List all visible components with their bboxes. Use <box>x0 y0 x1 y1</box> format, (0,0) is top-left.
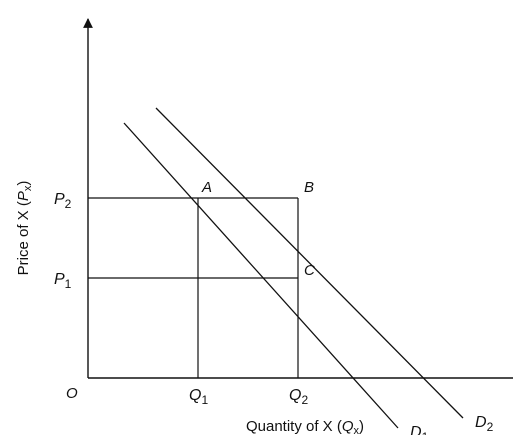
origin-label: O <box>66 385 78 402</box>
price-label-p2: P2 <box>54 191 72 211</box>
point-label-c: C <box>304 262 315 279</box>
y-axis-label: Price of X (Px) <box>15 181 34 276</box>
x-axis-label: Quantity of X (Qx) <box>246 418 364 435</box>
demand-label-d2: D2 <box>475 414 494 434</box>
point-label-a: A <box>201 179 212 196</box>
point-label-b: B <box>304 179 314 196</box>
quantity-label-q1: Q1 <box>189 387 208 407</box>
demand-curve-d1 <box>123 122 399 429</box>
quantity-label-q2: Q2 <box>289 387 308 407</box>
demand-curve-d2 <box>155 107 464 419</box>
demand-label-d1: D1 <box>410 424 429 435</box>
price-label-p1: P1 <box>54 271 72 291</box>
